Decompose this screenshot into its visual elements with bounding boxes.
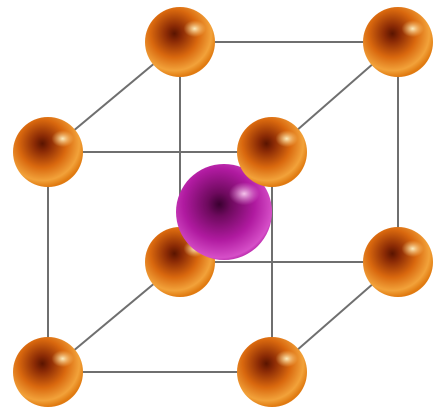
corner-atom-back-top-right <box>363 7 433 77</box>
corner-atom-back-top-left <box>145 7 215 77</box>
corner-atom-front-top-left <box>13 117 83 187</box>
corner-atom-front-bottom-right <box>237 337 307 407</box>
corner-atom-front-bottom-left <box>13 337 83 407</box>
corner-atom-back-bottom-right <box>363 227 433 297</box>
corner-atom-front-top-right <box>237 117 307 187</box>
